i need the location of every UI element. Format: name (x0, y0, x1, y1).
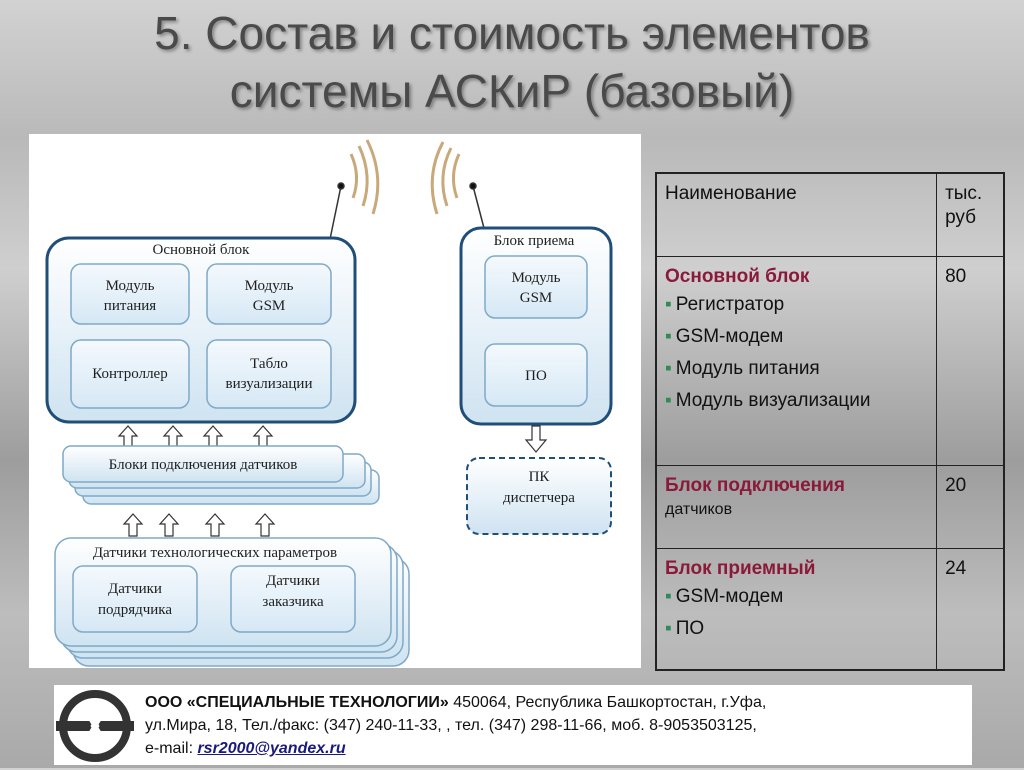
table-row: Основной блок Регистратор GSM-модем Моду… (655, 256, 1005, 466)
row-items: GSM-модем ПО (665, 585, 928, 641)
list-item: Регистратор (665, 293, 928, 317)
receive-block: Блок приема Модуль GSM ПО (459, 226, 613, 426)
receive-block-label: Блок приема (494, 233, 575, 249)
list-item: GSM-модем (665, 325, 928, 349)
power-module-line1: Модуль (106, 278, 155, 294)
contractor-sensors-line1: Датчики (108, 581, 162, 597)
company-name: ООО «СПЕЦИАЛЬНЫЕ ТЕХНОЛОГИИ» (145, 694, 449, 711)
header-name: Наименование (655, 172, 938, 257)
sensor-blocks-stack: Блоки подключения датчиков (62, 445, 380, 505)
row-items: Регистратор GSM-модем Модуль питания Мод… (665, 293, 928, 413)
table-header-row: Наименование тыс. руб (655, 172, 1005, 257)
row-price: 24 (936, 548, 1005, 671)
row-price: 20 (936, 465, 1005, 549)
row-title: Блок подключения (665, 475, 845, 496)
gsm-module-recv-line1: Модуль (512, 270, 561, 286)
antenna-main-icon (328, 139, 380, 245)
company-logo-icon (56, 687, 134, 765)
slide-title: 5. Состав и стоимость элементов системы … (0, 4, 1024, 120)
row-title: Блок приемный (665, 558, 816, 579)
main-block-label: Основной блок (153, 242, 251, 258)
list-item: GSM-модем (665, 585, 928, 609)
dispatcher-pc-line2: диспетчера (503, 490, 575, 506)
gsm-module-main-line2: GSM (253, 298, 286, 314)
antenna-receiver-icon (430, 141, 486, 233)
company-address: 450064, Республика Башкортостан, г.Уфа, (448, 694, 767, 711)
software-label: ПО (525, 368, 547, 384)
display-line1: Табло (250, 356, 288, 372)
power-module-line2: питания (104, 298, 157, 314)
controller-label: Контроллер (92, 366, 167, 382)
arrows-up-2-icon (122, 513, 276, 537)
main-block: Основной блок Модуль питания Модуль GSM … (45, 236, 357, 424)
customer-sensors-line1: Датчики (266, 573, 320, 589)
table-row: Блок приемный GSM-модем ПО 24 (655, 548, 1005, 671)
dispatcher-pc-block: ПК диспетчера (466, 457, 612, 535)
contractor-sensors-line2: подрядчика (98, 602, 172, 618)
email-link[interactable]: rsr2000@yandex.ru (197, 740, 346, 757)
list-item: Модуль визуализации (665, 389, 928, 413)
title-line-1: 5. Состав и стоимость элементов (154, 7, 870, 59)
company-contacts: ООО «СПЕЦИАЛЬНЫЕ ТЕХНОЛОГИИ» 450064, Рес… (145, 691, 965, 760)
customer-sensors-line2: заказчика (262, 594, 324, 610)
header-unit: тыс. руб (936, 172, 1005, 257)
sensors-group: Датчики технологических параметров Датчи… (54, 537, 410, 667)
contact-line-1: ООО «СПЕЦИАЛЬНЫЕ ТЕХНОЛОГИИ» 450064, Рес… (145, 691, 965, 714)
contact-line-2: ул.Мира, 18, Тел./факс: (347) 240-11-33,… (145, 717, 757, 734)
display-line2: визуализации (226, 376, 313, 392)
list-item: Модуль питания (665, 357, 928, 381)
price-table: Наименование тыс. руб Основной блок Реги… (655, 172, 1005, 671)
price-table-wrap: Наименование тыс. руб Основной блок Реги… (655, 172, 1005, 671)
arrows-up-1-icon (117, 425, 274, 449)
system-diagram: Основной блок Модуль питания Модуль GSM … (29, 134, 641, 668)
company-footer: ООО «СПЕЦИАЛЬНЫЕ ТЕХНОЛОГИИ» 450064, Рес… (54, 685, 972, 765)
dispatcher-pc-line1: ПК (529, 469, 551, 485)
row-subtitle: датчиков (665, 501, 733, 518)
row-title: Основной блок (665, 266, 810, 287)
arrow-down-icon (524, 425, 548, 453)
sensor-blocks-label: Блоки подключения датчиков (109, 457, 298, 473)
gsm-module-main-line1: Модуль (245, 278, 294, 294)
list-item: ПО (665, 617, 928, 641)
email-label: e-mail: (145, 740, 198, 757)
sensors-group-label: Датчики технологических параметров (93, 545, 337, 561)
row-price: 80 (936, 256, 1005, 466)
title-line-2: системы АСКиР (базовый) (229, 65, 795, 117)
gsm-module-recv-line2: GSM (520, 290, 553, 306)
table-row: Блок подключения датчиков 20 (655, 465, 1005, 549)
contact-line-3: e-mail: rsr2000@yandex.ru (145, 737, 965, 760)
